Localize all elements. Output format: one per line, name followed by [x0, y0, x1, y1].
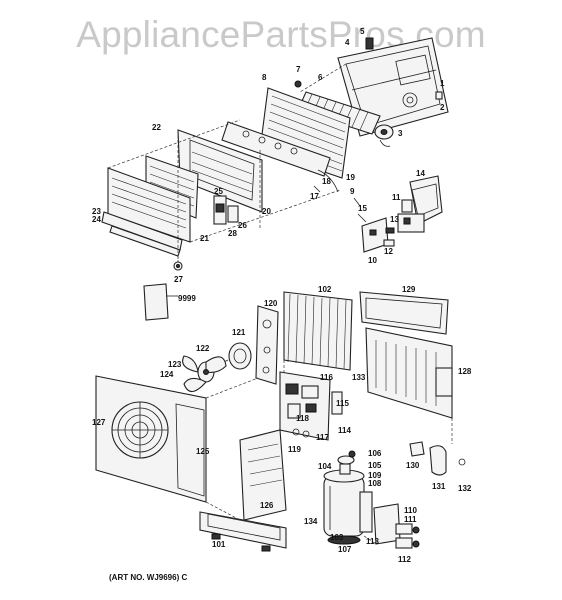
fan-motor: [374, 124, 394, 147]
callout-131: 131: [432, 482, 446, 491]
callout-111: 111: [404, 515, 417, 524]
callout-124: 124: [160, 370, 174, 379]
top-cover: [359, 291, 449, 335]
callout-10: 10: [368, 256, 377, 265]
callout-17: 17: [310, 192, 319, 201]
callout-108: 108: [368, 479, 382, 488]
callout-20: 20: [262, 207, 271, 216]
callout-4: 4: [345, 38, 350, 47]
art-number: (ART NO. WJ9696) C: [109, 573, 188, 582]
control-box: [397, 175, 443, 233]
callout-26: 26: [238, 221, 247, 230]
callout-1: 1: [440, 79, 445, 88]
callout-121: 121: [232, 328, 246, 337]
callout-15: 15: [358, 204, 367, 213]
small-screws: [313, 185, 367, 223]
callout-22: 22: [152, 123, 161, 132]
front-panel: [95, 375, 207, 503]
callout-130: 130: [406, 461, 420, 470]
side-panel-grille: [365, 327, 453, 419]
callout-24: 24: [92, 215, 101, 224]
callout-103: 103: [330, 533, 344, 542]
callout-14: 14: [416, 169, 425, 178]
callout-112: 112: [398, 555, 411, 564]
callout-13: 13: [390, 215, 399, 224]
pcb-board: [361, 217, 395, 253]
callout-6: 6: [318, 73, 323, 82]
callout-125: 125: [196, 447, 210, 456]
callout-113: 113: [366, 537, 379, 546]
callout-19: 19: [346, 173, 355, 182]
callout-117: 117: [316, 433, 329, 442]
callout-2: 2: [440, 103, 445, 112]
callout-labels: 1 2 3 4 5 6 7 8 9 10 11 12 13 14 15 17 1…: [92, 27, 472, 564]
callout-115: 115: [336, 399, 349, 408]
display-board: [213, 195, 239, 225]
callout-28: 28: [228, 229, 237, 238]
electrical-box: [279, 371, 343, 441]
callout-119: 119: [288, 445, 301, 454]
partition-panel: [239, 429, 287, 521]
callout-128: 128: [458, 367, 472, 376]
callout-5: 5: [360, 27, 365, 36]
callout-120: 120: [264, 299, 278, 308]
callout-18: 18: [322, 177, 331, 186]
callout-109: 109: [368, 471, 382, 480]
small-brackets: [409, 441, 466, 476]
callout-9999: 9999: [178, 294, 196, 303]
callout-21: 21: [200, 234, 209, 243]
drain-pan: [221, 121, 339, 193]
motor-bracket: [255, 305, 279, 385]
callout-106: 106: [368, 449, 382, 458]
service-valves: [373, 503, 420, 549]
callout-8: 8: [262, 73, 267, 82]
compressor: [323, 469, 373, 545]
compressor-terminal-parts: [337, 450, 356, 475]
callout-23: 23: [92, 207, 101, 216]
callout-105: 105: [368, 461, 382, 470]
callout-11: 11: [392, 193, 401, 202]
condenser-coil: [283, 291, 353, 371]
callout-101: 101: [212, 540, 226, 549]
callout-27: 27: [174, 275, 183, 284]
callout-3: 3: [398, 129, 403, 138]
callout-127: 127: [92, 418, 106, 427]
callout-104: 104: [318, 462, 332, 471]
front-frame: [177, 129, 263, 213]
callout-107: 107: [338, 545, 352, 554]
callout-122: 122: [196, 344, 210, 353]
fan-blade: [182, 355, 227, 393]
callout-134: 134: [304, 517, 318, 526]
callout-132: 132: [458, 484, 472, 493]
callout-9: 9: [350, 187, 355, 196]
callout-116: 116: [320, 373, 333, 382]
callout-110: 110: [404, 506, 417, 515]
callout-133: 133: [352, 373, 366, 382]
callout-25: 25: [214, 187, 223, 196]
callout-129: 129: [402, 285, 416, 294]
knob-27: [173, 261, 183, 271]
callout-123: 123: [168, 360, 182, 369]
callout-126: 126: [260, 501, 274, 510]
callout-102: 102: [318, 285, 332, 294]
callout-114: 114: [338, 426, 351, 435]
callout-7: 7: [296, 65, 301, 74]
callout-12: 12: [384, 247, 393, 256]
base-pan: [199, 511, 287, 552]
owners-manual: [143, 283, 178, 321]
callout-118: 118: [296, 414, 309, 423]
